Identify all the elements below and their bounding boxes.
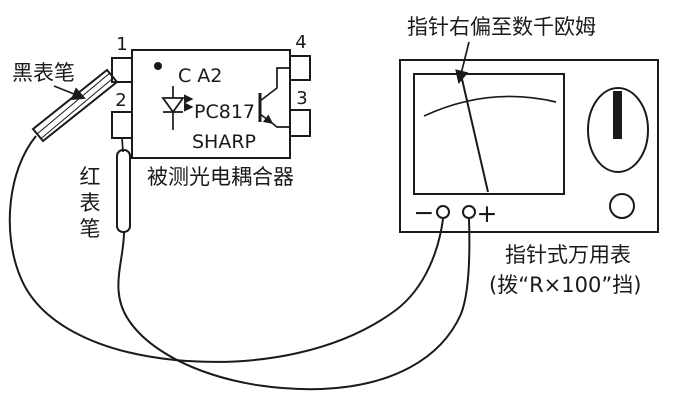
pin1-dot-marker — [154, 62, 162, 70]
minus-terminal-jack — [436, 205, 450, 219]
phototransistor-symbol — [258, 67, 290, 128]
chip-brand: SHARP — [192, 131, 256, 153]
chip-marking: C A2 — [178, 65, 222, 87]
minus-terminal-label: − — [414, 198, 435, 227]
plus-terminal-jack — [462, 205, 476, 219]
red-probe-label-char-2: 表 — [80, 191, 101, 215]
meter-display — [413, 73, 565, 195]
plus-terminal-label: + — [477, 199, 498, 228]
pin-4-lead — [289, 55, 311, 81]
meter-caption-line1: 指针式万用表 — [505, 243, 631, 267]
zero-adjust-dial — [609, 193, 635, 219]
pointer-note: 指针右偏至数千欧姆 — [407, 15, 596, 39]
chip-body — [131, 49, 291, 159]
pin-4-label: 4 — [295, 32, 306, 53]
pin-2-label: 2 — [115, 90, 126, 111]
transistor-emitter-arrow — [259, 113, 274, 124]
range-knob — [587, 87, 649, 173]
chip-caption: 被测光电耦合器 — [147, 165, 294, 189]
pin-3-lead — [289, 109, 311, 137]
pointer-note-callout-arrow — [455, 41, 470, 84]
meter-case — [399, 59, 659, 233]
led-symbol — [161, 86, 194, 130]
red-probe — [116, 149, 131, 233]
transistor-collector-lead — [259, 67, 290, 102]
meter-needle — [461, 78, 489, 193]
meter-scale-arc — [423, 95, 557, 117]
led-triangle — [161, 97, 185, 114]
pin-2-lead — [111, 111, 133, 139]
red-probe-wire — [117, 218, 471, 391]
black-probe-label: 黑表笔 — [12, 61, 75, 85]
red-probe-label-char-1: 红 — [80, 165, 101, 189]
pin-1-label: 1 — [116, 34, 127, 55]
transistor-emitter-lead — [271, 122, 290, 128]
meter-caption-line2: (拨“R×100”挡) — [489, 273, 641, 297]
pin-3-label: 3 — [296, 88, 307, 109]
range-knob-pointer — [613, 91, 622, 139]
red-probe-label-char-3: 笔 — [80, 217, 101, 241]
chip-model: PC817 — [194, 101, 255, 123]
